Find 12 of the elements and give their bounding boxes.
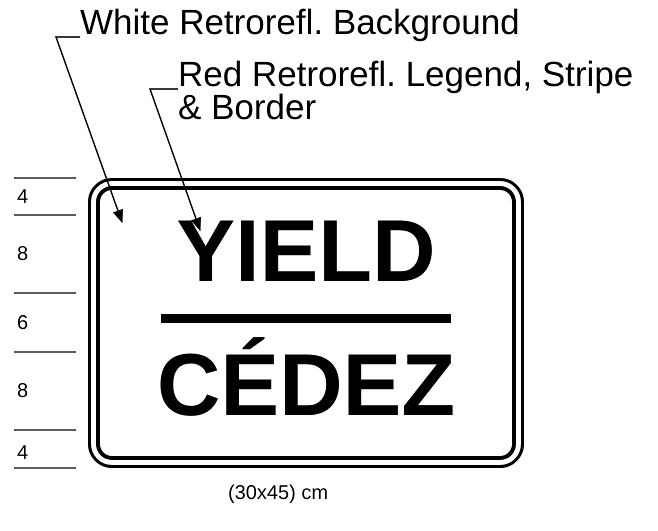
dimension-label: 4 — [17, 442, 28, 464]
leader-line — [54, 36, 123, 224]
leader-line — [148, 88, 202, 232]
callout-text: Red Retrorefl. Legend, Stripe & Border — [178, 58, 658, 124]
sign-size-label: (30x45) cm — [228, 482, 328, 504]
sign-panel — [88, 178, 524, 468]
dimension-label: 4 — [17, 186, 28, 208]
dimension-label: 8 — [17, 243, 28, 265]
callout-text: White Retrorefl. Background — [80, 6, 640, 39]
dimension-label: 6 — [17, 312, 28, 334]
legend-text: YIELD — [176, 207, 436, 295]
dimension-label: 8 — [17, 380, 28, 402]
